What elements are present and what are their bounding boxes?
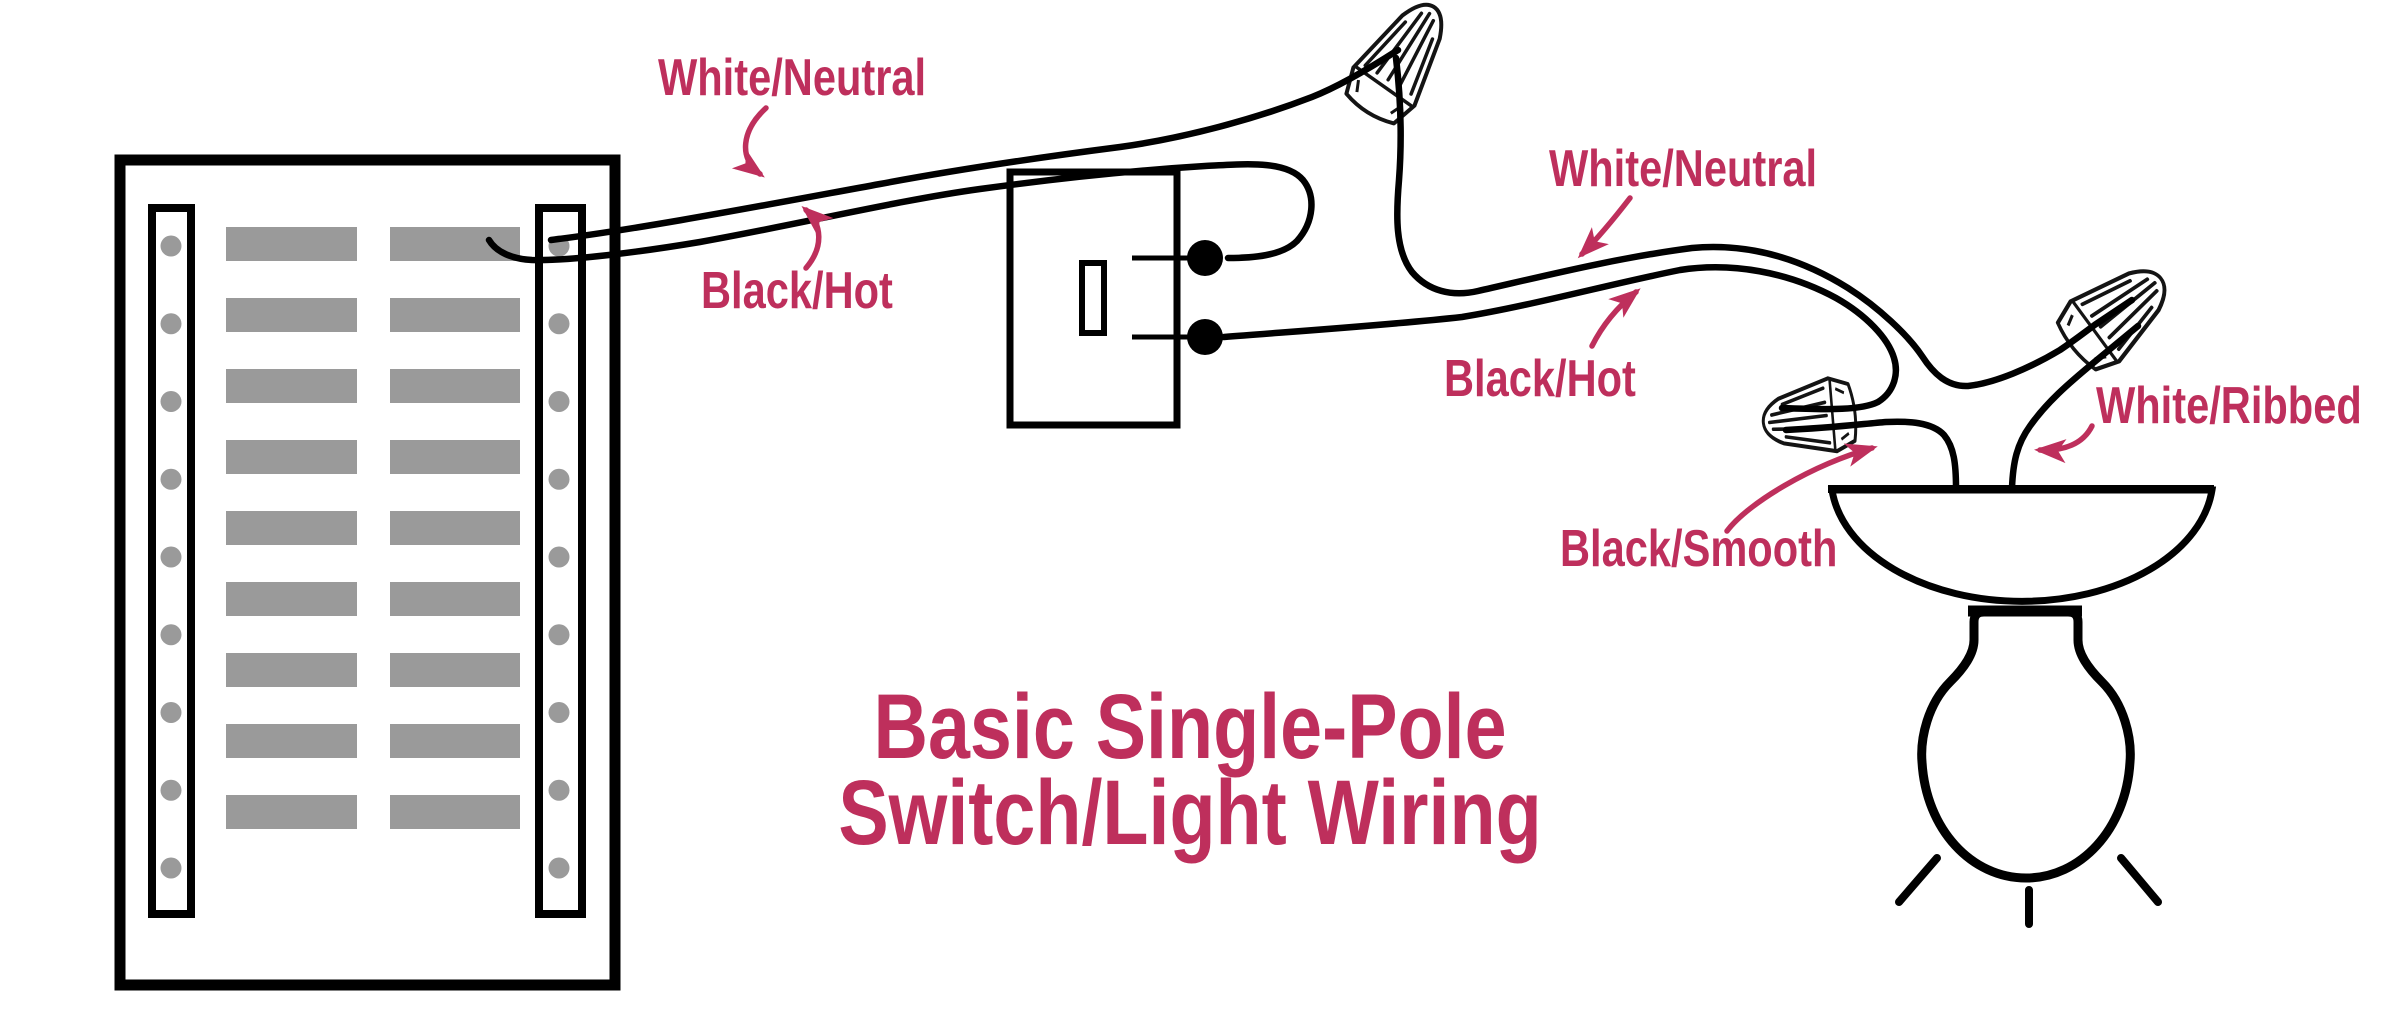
breaker-bar: [390, 582, 520, 616]
label-black-smooth: Black/Smooth: [1560, 520, 1838, 578]
rail-screw-dot: [160, 702, 182, 723]
panel-box: [114, 154, 621, 991]
breaker-bar: [226, 298, 357, 332]
wire-white-panel-to-nut: [547, 46, 1402, 244]
breaker-bar: [226, 511, 357, 545]
wires: [485, 46, 2142, 492]
rail-screw-dot: [160, 313, 182, 335]
annotation-arrows: [731, 105, 2095, 534]
breaker-bar: [390, 511, 520, 545]
rail-screw-dot: [160, 391, 182, 412]
rail-screw-dot: [548, 702, 570, 723]
diagram-title: Basic Single-Pole Switch/Light Wiring: [739, 676, 1641, 864]
breaker-bar: [226, 724, 357, 758]
rail-screw-dot: [548, 546, 570, 568]
switch-toggle: [1079, 260, 1107, 336]
fixture-canopy-bowl: [1827, 486, 2217, 605]
breaker-bar: [390, 724, 520, 758]
rail-screw-dot: [548, 779, 570, 801]
breaker-bar: [226, 582, 357, 616]
label-black-hot-panel: Black/Hot: [701, 262, 893, 320]
rail-screws: [160, 235, 570, 879]
arrow-black-smooth: [1724, 443, 1878, 534]
breaker-bar: [390, 227, 520, 261]
wire-black-panel-to-switch: [485, 161, 1315, 264]
breaker-bar: [226, 795, 357, 829]
switch-terminal-top: [1187, 240, 1223, 276]
arrow-feed-hot: [1589, 288, 1641, 349]
breaker-grid: [226, 227, 520, 829]
light-bulb: [1917, 607, 2135, 883]
title-line-1: Basic Single-Pole: [873, 676, 1507, 778]
breaker-bar: [390, 795, 520, 829]
breaker-bar: [226, 369, 357, 403]
wire-black-switch-to-light: [1220, 264, 1900, 413]
fixture-lead-black-smooth: [1782, 418, 1960, 492]
rail-screw-dot: [160, 546, 182, 568]
service-panel: [114, 154, 621, 991]
single-pole-switch: [1006, 168, 1190, 429]
light-fixture: [1827, 485, 2217, 928]
arrow-panel-neutral: [731, 105, 769, 178]
rail-screw-dot: [160, 779, 182, 801]
switch-terminal-leads: [1132, 255, 1190, 340]
rail-screw-dot: [160, 468, 182, 490]
label-white-neutral-feed: White/Neutral: [1549, 140, 1818, 198]
wire-white-nut-to-light: [1392, 54, 2136, 390]
rail-screw-dot: [548, 313, 570, 335]
rail-screw-dot: [548, 857, 570, 879]
wire-nut-hot-splice-icon: [1759, 376, 1859, 460]
breaker-bar: [226, 227, 357, 261]
label-white-neutral-panel: White/Neutral: [658, 49, 927, 107]
breaker-bar: [390, 369, 520, 403]
light-rays-icon: [1895, 854, 2162, 928]
rail-screw-dot: [548, 468, 570, 490]
breaker-bar: [390, 653, 520, 687]
breaker-bar: [226, 440, 357, 474]
label-black-hot-feed: Black/Hot: [1444, 350, 1636, 408]
rail-screw-dot: [160, 624, 182, 646]
breaker-bar: [390, 298, 520, 332]
arrow-feed-neutral: [1577, 195, 1633, 259]
arrow-panel-hot: [801, 206, 834, 271]
breaker-bar: [390, 440, 520, 474]
rail-screw-dot: [548, 624, 570, 646]
arrow-white-ribbed: [2034, 423, 2095, 464]
title-line-2: Switch/Light Wiring: [838, 762, 1542, 864]
rail-screw-dot: [548, 391, 570, 412]
rail-screw-dot: [160, 857, 182, 879]
breaker-bar: [226, 653, 357, 687]
fixture-lead-white-ribbed: [2008, 322, 2142, 492]
switch-terminal-bottom: [1187, 319, 1223, 355]
rail-screw-dot: [160, 235, 182, 257]
label-white-ribbed: White/Ribbed: [2096, 377, 2362, 435]
